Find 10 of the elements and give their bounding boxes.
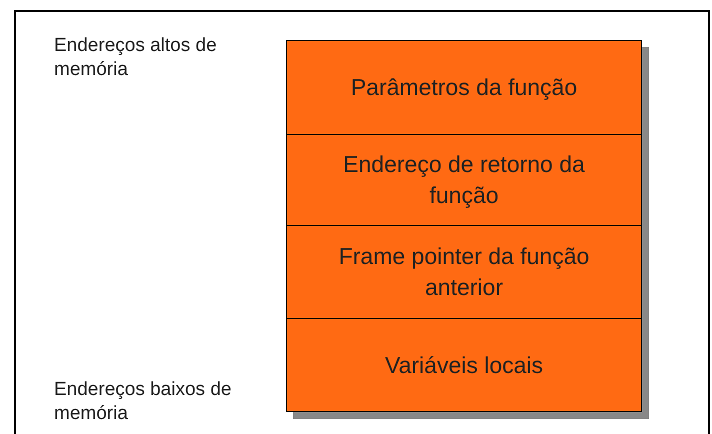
stack-frame-box (286, 40, 642, 135)
box-label: Frame pointer da função anterior (338, 242, 590, 302)
box-label: Variáveis locais (384, 350, 544, 380)
box-label: Parâmetros da função (350, 73, 578, 102)
address-note: Endereços baixos de memória (54, 378, 232, 426)
stack-frame-box (286, 134, 642, 226)
address-note: Endereços altos de memória (54, 34, 218, 82)
box-label: Endereço de retorno da função (342, 150, 586, 210)
stack-frame-box (286, 318, 642, 412)
stack-frame-box (286, 225, 642, 319)
